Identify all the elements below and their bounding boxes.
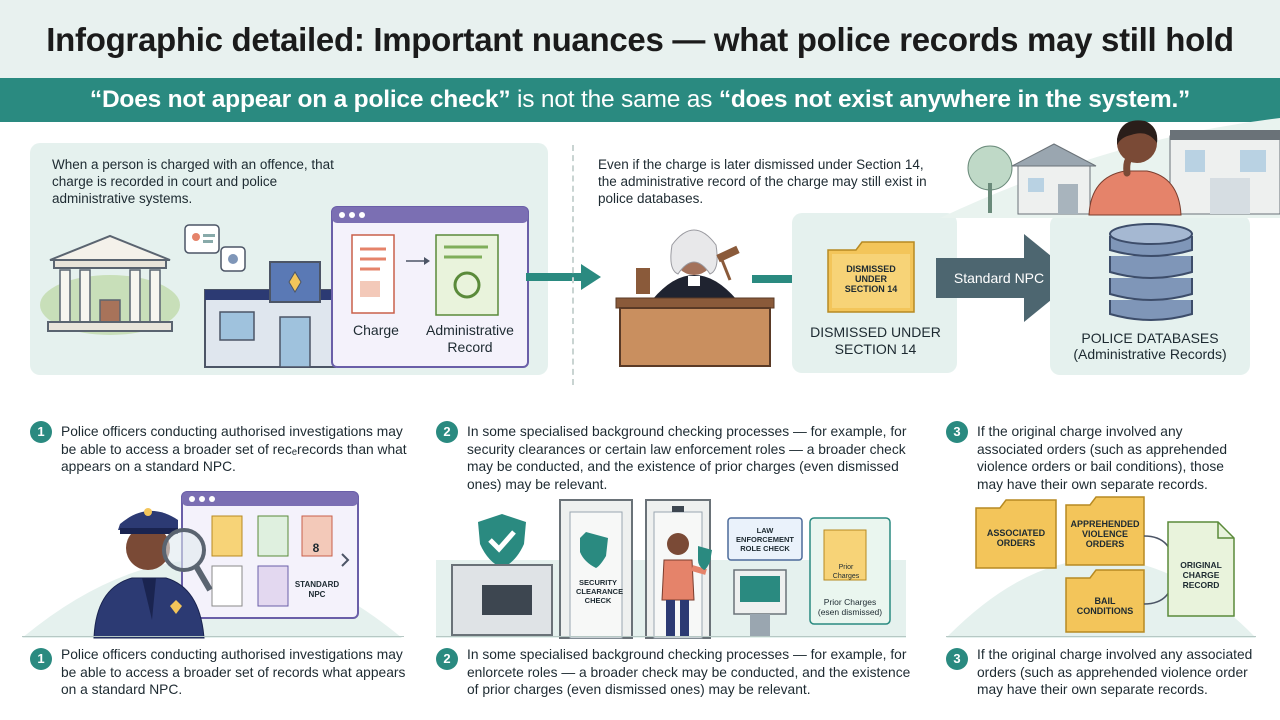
associated-orders-folder [975,499,1057,569]
prior-charges-doc-label: Prior Charges [832,564,860,580]
section-divider [572,145,574,385]
law-enforcement-kiosk [727,517,803,636]
database-icon [1109,223,1193,321]
point-2-text: In some specialised background checking … [467,424,907,492]
point-1-bottom-number: 1 [30,648,52,670]
point-2-divider [436,636,906,637]
standard-npc-label: Standard NPC [953,270,1045,286]
law-enforcement-label: LAW ENFORCEMENT ROLE CHECK [736,526,794,553]
original-charge-record-doc [1167,521,1235,617]
point-1-divider [22,636,404,637]
police-databases-sublabel: (Administrative Records) [1073,346,1227,362]
avo-folder [1065,496,1145,566]
npc-screen-window [181,491,359,619]
banner-quote-1: “Does not appear on a police check” [89,86,511,113]
prior-charges-caption: Prior Charges (esen dismissed) [817,597,883,617]
police-databases-label: POLICE DATABASES [1081,330,1219,346]
bail-conditions-label: BAIL CONDITIONS [1076,596,1134,616]
banner-quote-2: “does not exist anywhere in the system.” [718,86,1191,113]
scanner-machine-illustration [451,564,553,636]
associated-orders-label: ASSOCIATED ORDERS [986,528,1046,548]
standard-npc-screen-label: STANDARD NPC [294,580,340,599]
chat-bubble-icon [184,224,246,272]
dismissed-caption: DISMISSED UNDER SECTION 14 [810,324,941,357]
police-officer-illustration [93,508,213,639]
thinking-person-illustration [1088,120,1182,216]
point-2-bottom-text: In some specialised background checking … [467,647,911,697]
point-1-number: 1 [30,421,52,443]
charge-recorded-text: When a person is charged with an offence… [52,157,334,206]
security-clearance-label: SECURITY CLEARANCE CHECK [576,578,624,605]
point-3-text: If the original charge involved any asso… [977,424,1228,492]
dismissed-charge-text: Even if the charge is later dismissed un… [598,157,927,206]
avo-label: APPREHENDED VIOLENCE ORDERS [1070,519,1140,549]
records-window [331,206,529,368]
point-3-bottom-number: 3 [946,648,968,670]
flow-arrow-1 [526,264,601,290]
page-title: Infographic detailed: Important nuances … [0,0,1280,78]
point-3-bottom-text: If the original charge involved any asso… [977,647,1253,697]
point-1-text: Police officers conducting authorised in… [61,424,407,474]
dismissed-folder-label: DISMISSED UNDER SECTION 14 [844,264,898,294]
courthouse-illustration [40,234,180,335]
point-3-number: 3 [946,421,968,443]
traveller-illustration [661,533,712,636]
police-station-illustration [204,261,336,368]
original-charge-record-label: ORIGINAL CHARGE RECORD [1180,560,1222,590]
banner-connector: is not the same as [510,86,719,113]
administrative-record-label: Administrative Record [426,322,514,355]
point-2-bottom-number: 2 [436,648,458,670]
key-message-banner: “Does not appear on a police check” is n… [0,78,1280,122]
point-1-bottom-text: Police officers conducting authorised in… [61,647,406,697]
point-3-divider [946,636,1256,637]
houses-illustration [940,118,1280,218]
prior-charges-panel [809,517,891,625]
security-shield-icon [478,514,526,568]
npc-doc-number: 8 [312,541,320,555]
point-2-number: 2 [436,421,458,443]
dismissed-folder-icon [827,241,915,313]
judge-illustration [615,229,775,367]
charge-label: Charge [353,322,399,338]
bail-conditions-folder [1065,569,1145,633]
